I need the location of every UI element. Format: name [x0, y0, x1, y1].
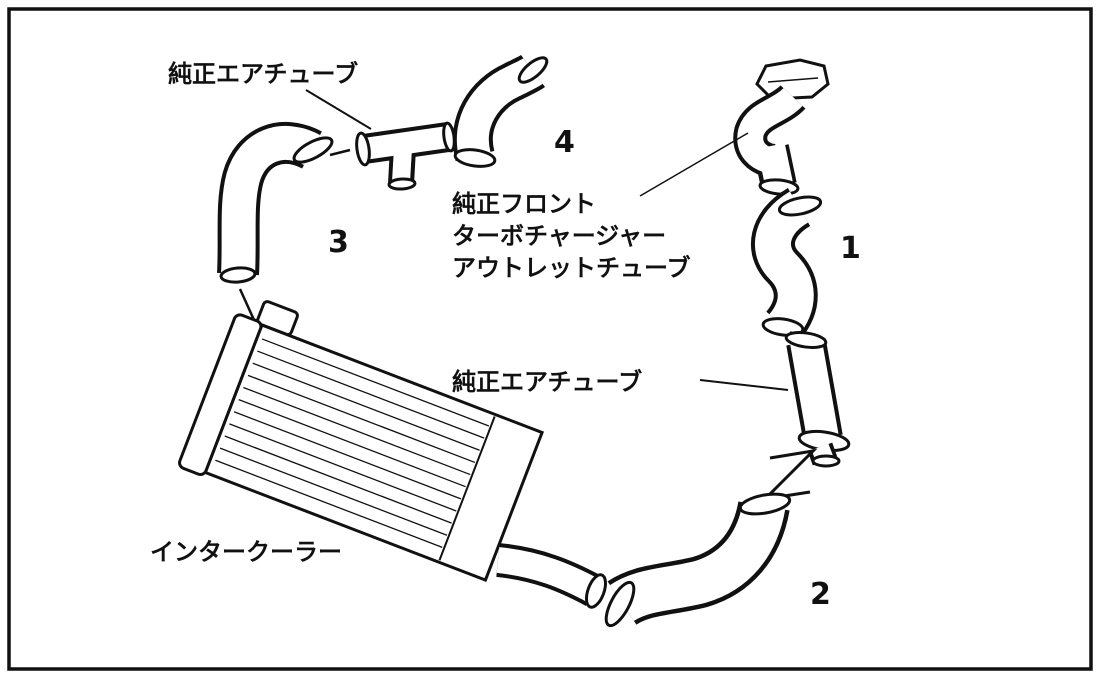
- part-number-1: 1: [840, 231, 861, 266]
- connector-hose3-intercooler: [238, 288, 256, 321]
- leader-turbo-outlet: [639, 132, 749, 197]
- label-turbo-line3: アウトレットチューブ: [452, 254, 691, 282]
- part-number-4: 4: [554, 125, 575, 160]
- label-intercooler: インタークーラー: [150, 538, 342, 566]
- intercooler-outlet-rim: [584, 573, 608, 609]
- hose-2-top-rim: [738, 492, 792, 516]
- hose-4: [452, 54, 549, 168]
- label-turbo-line1: 純正フロント: [452, 190, 596, 218]
- hose-1: [751, 188, 823, 341]
- hose-4-bottom-rim: [453, 148, 497, 168]
- hose-3: [217, 122, 334, 284]
- hose-1-bottom-rim: [761, 317, 805, 337]
- hose-2: [604, 492, 792, 628]
- hose-3-top-rim: [292, 136, 334, 164]
- label-stock-air-tube-top: 純正エアチューブ: [168, 60, 358, 88]
- hose-3-bottom-rim: [219, 266, 257, 284]
- connector-fitting-hose3: [329, 148, 351, 157]
- label-stock-air-tube-mid: 純正エアチューブ: [452, 368, 642, 396]
- hose-1-top-rim: [777, 195, 823, 217]
- label-turbo-line2: ターボチャージャー: [452, 222, 666, 250]
- hose-2-left-rim: [604, 580, 636, 628]
- leader-air-tube-top: [305, 89, 372, 130]
- air-tube-top-rim: [784, 331, 828, 349]
- hose-4-top-rim: [517, 56, 549, 84]
- intercooler-fins: [215, 338, 490, 548]
- intercooler-tank-divider: [438, 416, 496, 561]
- leader-air-tube-mid: [699, 379, 789, 391]
- turbo-outlet-tube: [733, 58, 830, 205]
- intercooler-core: [203, 323, 545, 582]
- stock-air-tube-mid: [784, 331, 851, 468]
- part-number-3: 3: [328, 225, 349, 260]
- part-number-2: 2: [810, 577, 831, 612]
- intercooler-assembly: [178, 300, 608, 609]
